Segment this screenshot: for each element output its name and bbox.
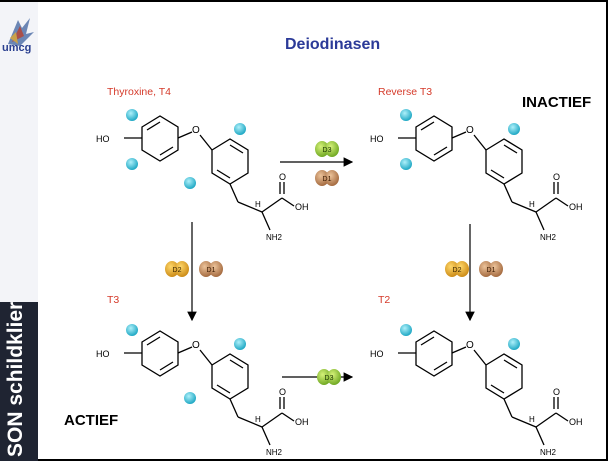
enzyme-label-d1-top: D1: [323, 176, 332, 183]
molecule-label-rt3: Reverse T3: [378, 86, 433, 98]
chem-ho-t2: HO: [370, 349, 384, 359]
chem-nh2-t3: NH2: [266, 448, 283, 457]
chem-o2-t2: O: [553, 387, 560, 397]
chem-nh2-rt3: NH2: [540, 233, 557, 242]
chem-nh2-t4: NH2: [266, 233, 283, 242]
sidebar-dark-panel: [0, 302, 38, 461]
chem-o-t3: O: [192, 340, 200, 351]
chem-oh-t3: OH: [295, 417, 309, 427]
enzyme-d1-right: D1: [479, 261, 503, 277]
status-inactive: INACTIEF: [522, 94, 592, 111]
chem-h-t4: H: [255, 200, 261, 209]
molecule-rt3: HO O O OH H NH2: [370, 109, 583, 242]
molecule-t4: HO O O OH H NH2: [96, 109, 309, 242]
sidebar: umcg SON schildklier: [0, 2, 38, 461]
chem-h-t2: H: [529, 415, 535, 424]
enzyme-d2-left: D2: [165, 261, 189, 277]
chem-ho-t3: HO: [96, 349, 110, 359]
chem-oh-t4: OH: [295, 202, 309, 212]
enzyme-d1-left: D1: [199, 261, 223, 277]
enzyme-label-d1-left: D1: [207, 267, 216, 274]
slide-title: Deiodinasen: [285, 36, 381, 53]
enzyme-d3-bottom: D3: [317, 369, 341, 385]
chem-o-t2: O: [466, 340, 474, 351]
chem-h-rt3: H: [529, 200, 535, 209]
enzyme-label-d2-left: D2: [173, 267, 182, 274]
status-active: ACTIEF: [64, 412, 119, 429]
chem-oh-t2: OH: [569, 417, 583, 427]
logo-text: umcg: [2, 42, 32, 54]
enzyme-d2-right: D2: [445, 261, 469, 277]
chem-ho-t4: HO: [96, 134, 110, 144]
enzyme-d1-top: D1: [315, 170, 339, 186]
enzyme-label-d3-top: D3: [323, 147, 332, 154]
umcg-logo-icon: [8, 18, 34, 46]
enzyme-label-d1-right: D1: [487, 267, 496, 274]
molecule-label-t4: Thyroxine, T4: [107, 86, 171, 98]
molecule-t3: HO O O OH H NH2: [96, 324, 309, 457]
chem-o2-t3: O: [279, 387, 286, 397]
chem-ho-rt3: HO: [370, 134, 384, 144]
molecule-t2: HO O O OH H NH2: [370, 324, 583, 457]
enzyme-d3-top: D3: [315, 141, 339, 157]
molecule-label-t2: T2: [378, 294, 391, 306]
chem-o-rt3: O: [466, 125, 474, 136]
chem-h-t3: H: [255, 415, 261, 424]
chem-o2-t4: O: [279, 172, 286, 182]
enzyme-label-d3-bottom: D3: [325, 375, 334, 382]
molecule-label-t3: T3: [107, 294, 120, 306]
chem-o-t4: O: [192, 125, 200, 136]
chem-o2-rt3: O: [553, 172, 560, 182]
chem-nh2-t2: NH2: [540, 448, 557, 457]
chem-oh-rt3: OH: [569, 202, 583, 212]
enzyme-label-d2-right: D2: [453, 267, 462, 274]
